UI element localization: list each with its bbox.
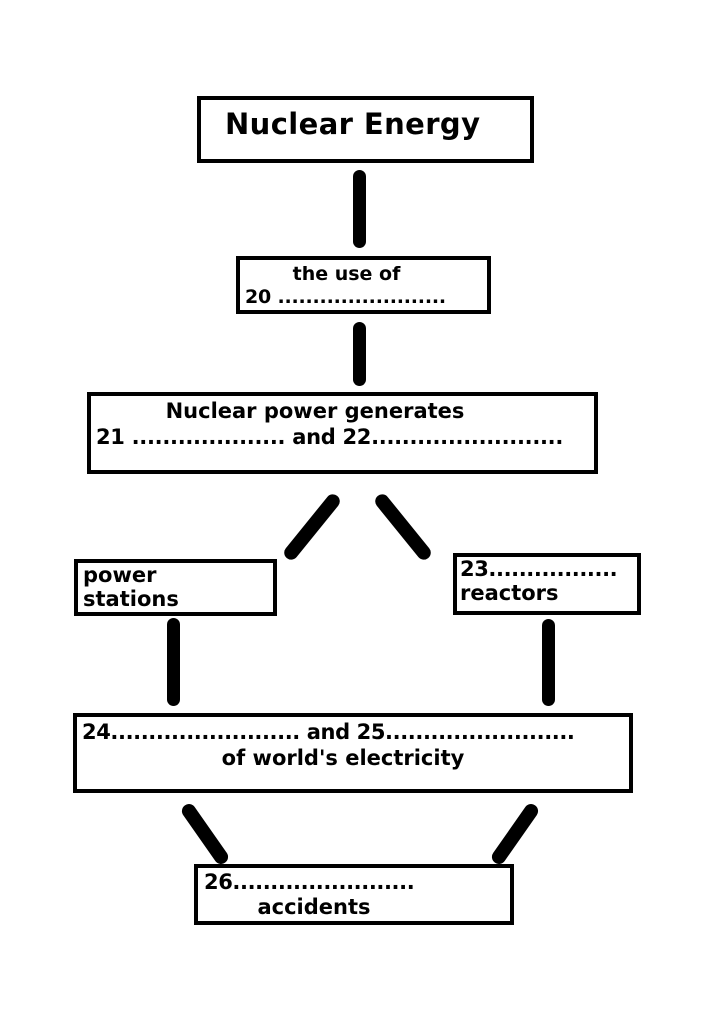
connector-electricity-to-accidents-right bbox=[489, 801, 541, 867]
connector-electricity-to-accidents-left bbox=[179, 801, 231, 867]
connector-generates-to-power-stations bbox=[281, 491, 343, 563]
connector-generates-to-reactors bbox=[372, 491, 434, 563]
node-reactors-blank-23: 23................. bbox=[460, 557, 618, 581]
node-accidents-line2: accidents bbox=[257, 895, 371, 920]
node-the-use-of: the use of 20 ........................ bbox=[236, 256, 491, 314]
connector-use-of-to-generates bbox=[353, 322, 366, 386]
connector-title-to-use-of bbox=[353, 170, 366, 248]
node-power-stations-line2: stations bbox=[83, 587, 179, 612]
connector-reactors-to-electricity bbox=[542, 619, 555, 706]
node-the-use-of-blank-20: 20 ........................ bbox=[245, 286, 446, 309]
node-accidents: 26........................ accidents bbox=[194, 864, 514, 925]
node-nuclear-energy: Nuclear Energy bbox=[197, 96, 534, 163]
node-nuclear-power-generates-line1: Nuclear power generates bbox=[165, 399, 465, 423]
node-accidents-blank-26: 26........................ bbox=[204, 870, 415, 894]
node-nuclear-power-generates-blanks-21-22: 21 .................... and 22..........… bbox=[96, 425, 564, 450]
node-power-stations-line1: power bbox=[83, 563, 157, 587]
node-the-use-of-line1: the use of bbox=[292, 263, 401, 285]
node-world-electricity-blanks-24-25: 24......................... and 25......… bbox=[82, 720, 575, 744]
node-world-electricity: 24......................... and 25......… bbox=[73, 713, 633, 793]
node-reactors: 23................. reactors bbox=[453, 553, 641, 615]
node-nuclear-energy-label: Nuclear Energy bbox=[225, 107, 481, 141]
node-reactors-line2: reactors bbox=[460, 581, 559, 606]
connector-power-stations-to-electricity bbox=[167, 618, 180, 706]
node-nuclear-power-generates: Nuclear power generates 21 .............… bbox=[87, 392, 598, 474]
node-world-electricity-line2: of world's electricity bbox=[221, 746, 465, 771]
node-power-stations: power stations bbox=[74, 559, 277, 616]
